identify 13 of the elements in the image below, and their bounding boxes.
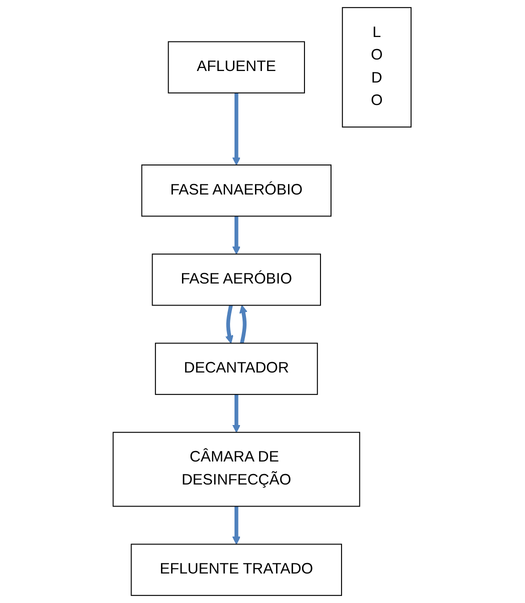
node-box: DECANTADOR <box>155 342 318 395</box>
node-box: CÂMARA DE DESINFECÇÃO <box>113 432 361 507</box>
node-box: FASE AERÓBIO <box>152 254 322 306</box>
node-box: L O D O <box>342 7 412 128</box>
node-box: FASE ANAERÓBIO <box>142 164 332 217</box>
node-box: AFLUENTE <box>168 41 306 94</box>
arrow <box>226 304 234 344</box>
arrow <box>232 92 241 166</box>
arrow <box>240 304 248 344</box>
arrow <box>232 394 241 433</box>
arrow <box>232 506 241 545</box>
node-box: EFLUENTE TRATADO <box>131 544 342 596</box>
arrow <box>232 216 241 254</box>
